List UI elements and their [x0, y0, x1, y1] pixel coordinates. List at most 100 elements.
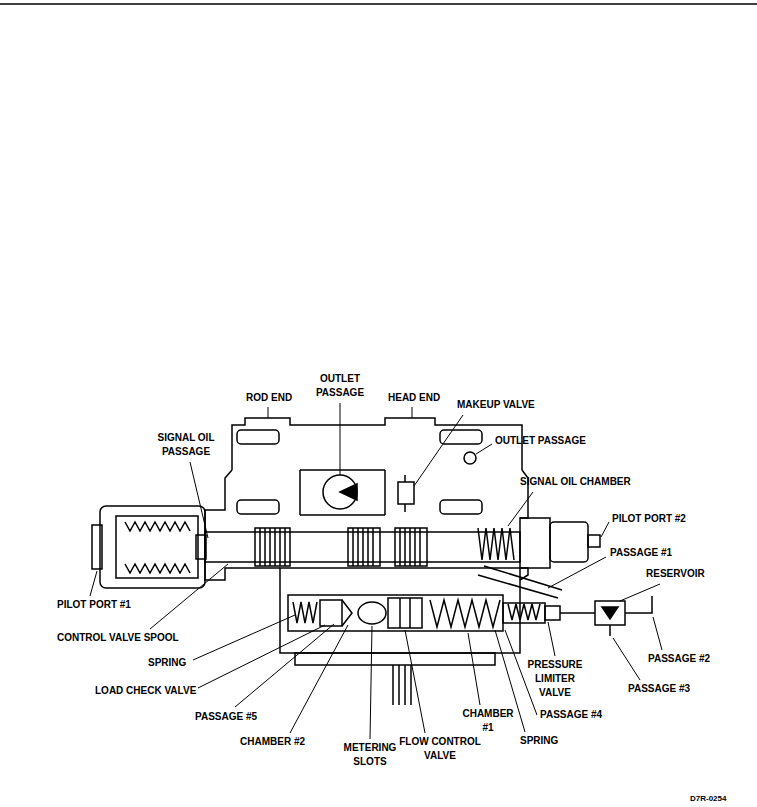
- callout-label: SIGNAL OIL PASSAGE: [150, 431, 222, 459]
- leader-lines-part: [653, 617, 662, 650]
- leader-lines-part: [548, 557, 606, 588]
- control-valve-spool-part: [400, 528, 420, 566]
- callout-label: OUTLET PASSAGE: [310, 372, 370, 400]
- pilot-cap-left-part: [125, 522, 190, 531]
- leader-lines-part: [193, 615, 295, 660]
- control-valve-spool-part: [478, 528, 514, 560]
- leader-lines: [90, 403, 662, 739]
- leader-lines-part: [468, 633, 480, 705]
- valve-body-part: [464, 452, 476, 464]
- callout-label: PASSAGE #3: [628, 682, 690, 696]
- callout-label: PASSAGE #4: [540, 708, 602, 722]
- callout-label: PASSAGE #5: [195, 710, 257, 724]
- pressure-limiter-and-passages: [478, 566, 652, 636]
- flow-control-section-part: [430, 600, 500, 627]
- leader-lines-part: [90, 571, 97, 596]
- pressure-limiter-and-passages-part: [478, 566, 562, 598]
- leader-lines-part: [613, 638, 640, 680]
- pressure-limiter-and-passages-part: [545, 606, 560, 620]
- valve-body-part: [340, 484, 357, 500]
- pressure-limiter-and-passages-part: [560, 612, 595, 614]
- callout-label: HEAD END: [388, 391, 440, 405]
- pilot-cap-left-part: [92, 525, 102, 569]
- callout-label: D7R-0254: [690, 792, 726, 806]
- pilot-cap-right-part: [550, 522, 588, 562]
- leader-lines-part: [405, 630, 425, 733]
- valve-body-part: [280, 568, 520, 653]
- valve-body-part: [300, 470, 385, 515]
- pressure-limiter-and-passages-part: [595, 601, 625, 625]
- pilot-cap-right-part: [588, 535, 600, 547]
- flow-control-section-part: [358, 602, 386, 624]
- leader-lines-part: [268, 407, 269, 418]
- leader-lines-part: [340, 403, 341, 475]
- valve-body-part: [398, 482, 414, 504]
- valve-body-part: [440, 500, 482, 514]
- control-valve-spool: [205, 528, 520, 566]
- callout-label: RESERVOIR: [646, 567, 705, 581]
- callout-label: CONTROL VALVE SPOOL: [57, 631, 179, 645]
- leader-lines-part: [601, 522, 609, 537]
- leader-lines-part: [235, 624, 334, 707]
- leader-lines-part: [198, 625, 325, 688]
- valve-body-part: [440, 430, 482, 444]
- leader-lines-part: [414, 415, 463, 486]
- valve-body: [205, 418, 528, 665]
- pilot-cap-left-part: [116, 516, 198, 578]
- pilot-cap-right-part: [520, 518, 550, 568]
- callout-label: PASSAGE #1: [610, 546, 672, 560]
- leader-lines-part: [290, 625, 348, 733]
- control-valve-spool-part: [255, 528, 290, 566]
- control-valve-spool-part: [353, 528, 373, 566]
- pilot-cap-left-part: [125, 564, 190, 573]
- pilot-cap-left: [92, 506, 206, 588]
- control-valve-spool-part: [260, 528, 285, 566]
- valve-body-part: [232, 418, 522, 470]
- flow-control-section-part: [393, 665, 411, 705]
- leader-lines-part: [190, 462, 208, 538]
- callout-label: PILOT PORT #2: [612, 512, 686, 526]
- pressure-limiter-and-passages-part: [609, 625, 611, 636]
- valve-body-part: [237, 430, 279, 444]
- callout-label: OUTLET PASSAGE: [495, 434, 586, 448]
- pressure-limiter-and-passages-part: [625, 596, 652, 613]
- page-rule: [0, 3, 757, 5]
- pilot-cap-left-part: [100, 506, 205, 588]
- leader-lines-part: [370, 626, 372, 739]
- leader-lines-part: [150, 564, 228, 629]
- leader-lines-part: [505, 630, 537, 715]
- pressure-limiter-and-passages-part: [508, 604, 540, 620]
- leader-lines-part: [620, 584, 660, 601]
- leader-lines-part: [412, 407, 413, 418]
- callout-label: SIGNAL OIL CHAMBER: [520, 475, 631, 489]
- pressure-limiter-and-passages-part: [602, 607, 618, 619]
- valve-body-part: [295, 653, 495, 665]
- flow-control-section: [288, 595, 503, 705]
- callout-label: LOAD CHECK VALVE: [95, 684, 196, 698]
- callout-label: PASSAGE #2: [648, 652, 710, 666]
- control-valve-spool-part: [348, 528, 380, 566]
- flow-control-section-part: [388, 598, 422, 628]
- valve-body-part: [205, 470, 280, 580]
- valve-body-part: [404, 475, 406, 512]
- flow-control-section-part: [288, 595, 503, 631]
- leader-lines-part: [476, 444, 492, 454]
- callout-label: MAKEUP VALVE: [457, 398, 535, 412]
- valve-body-part: [237, 500, 279, 514]
- control-valve-spool-part: [395, 528, 427, 566]
- callout-label: FLOW CONTROL VALVE: [399, 735, 481, 763]
- callout-label: METERING SLOTS: [340, 741, 400, 769]
- callout-label: CHAMBER #1: [460, 707, 516, 735]
- leader-lines-part: [548, 622, 555, 656]
- flow-control-section-part: [400, 598, 410, 628]
- callout-label: PILOT PORT #1: [57, 598, 131, 612]
- callout-label: SPRING: [520, 734, 558, 748]
- callout-label: ROD END: [246, 391, 292, 405]
- pressure-limiter-and-passages-part: [503, 603, 545, 623]
- flow-control-section-part: [342, 600, 352, 626]
- callout-label: CHAMBER #2: [240, 735, 305, 749]
- pilot-cap-right: [520, 518, 600, 568]
- flow-control-section-part: [293, 602, 317, 623]
- flow-control-section-part: [320, 600, 342, 626]
- callout-label: SPRING: [148, 656, 186, 670]
